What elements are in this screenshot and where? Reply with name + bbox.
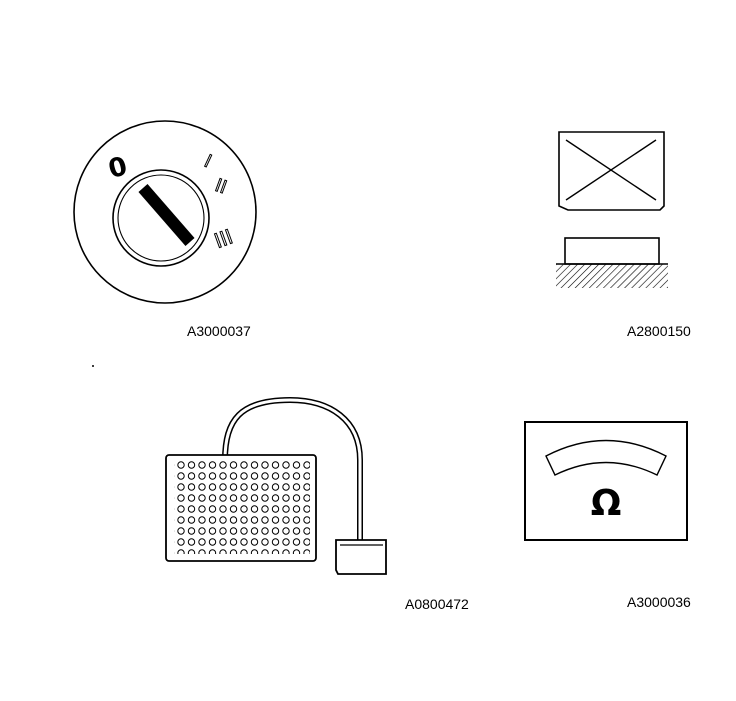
cross-line-2 [565, 139, 657, 201]
ohmmeter-figure: Ω [524, 421, 688, 541]
ohm-symbol: Ω [591, 483, 622, 524]
ignition-switch-figure: 0 I II III [73, 120, 257, 304]
caption-connector-tester: A0800472 [405, 596, 469, 612]
connector-tester-figure [165, 396, 387, 575]
meter-scale-arc [545, 439, 667, 476]
fuse-block [564, 237, 660, 265]
probe-plug [335, 539, 387, 575]
key-slot [138, 184, 195, 246]
pin-array [174, 460, 310, 554]
caption-fuse-test: A2800150 [627, 323, 691, 339]
tester-cable-inner [223, 398, 362, 540]
stray-dot [92, 365, 94, 367]
caption-ignition-switch: A3000037 [187, 323, 251, 339]
switch-inner-ring [112, 169, 210, 267]
fuse-test-figure [556, 131, 668, 288]
base-hatching [556, 264, 668, 288]
caption-ohmmeter: A3000036 [627, 594, 691, 610]
switch-inner-ring-inner [117, 174, 205, 262]
